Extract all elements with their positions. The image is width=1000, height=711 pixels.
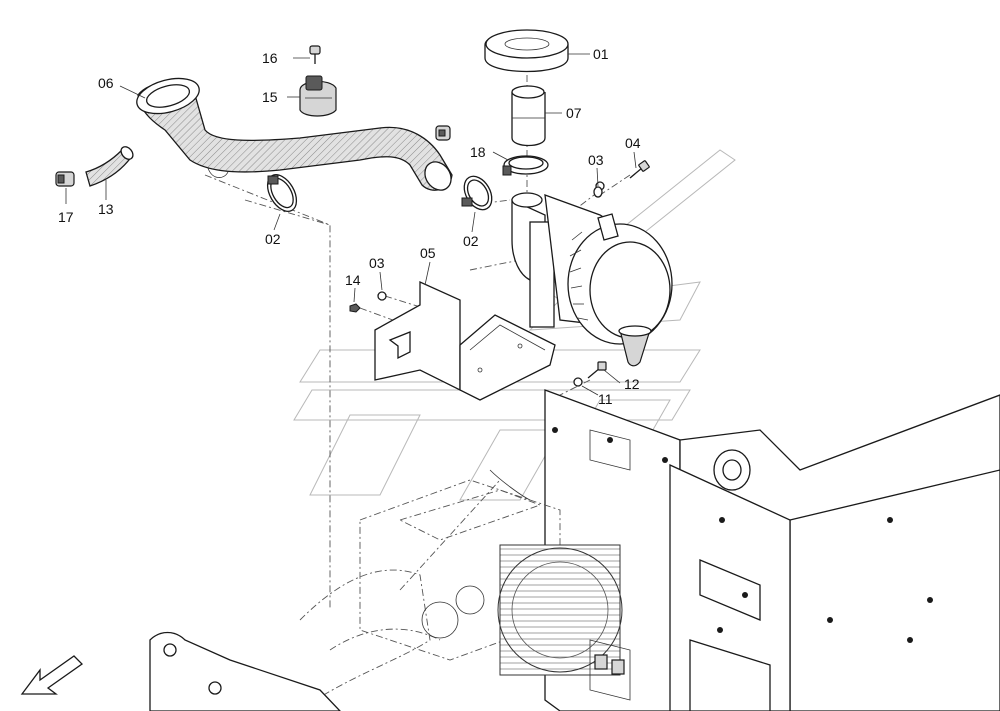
- callout-labels: 01 07 16 15 06 18 03 04 17 13 02 02 05 0…: [58, 46, 641, 407]
- hose-clamp-02-left: [266, 174, 298, 212]
- callout-18: 18: [470, 144, 486, 160]
- rain-cap-01: [484, 29, 569, 73]
- callout-16: 16: [262, 50, 278, 66]
- leader-lines: [65, 53, 637, 396]
- callout-02-right: 02: [463, 233, 479, 249]
- bolt-12: [587, 361, 607, 379]
- clamp-18: [502, 155, 549, 176]
- nut-14: [349, 303, 361, 313]
- engine-radiator-assembly: [299, 429, 631, 711]
- bolt-16: [309, 45, 321, 64]
- callout-03-lower: 03: [369, 255, 385, 271]
- washer-03-upper: [593, 186, 603, 198]
- lower-left-frame: [149, 631, 341, 711]
- callout-05: 05: [420, 245, 436, 261]
- small-hose-13: [85, 146, 134, 187]
- callout-15: 15: [262, 89, 278, 105]
- callout-17: 17: [58, 209, 74, 225]
- clip-17: [55, 171, 75, 187]
- tube-07: [511, 85, 546, 147]
- watermark-logo: [293, 149, 736, 501]
- hose-fitting: [435, 125, 451, 141]
- callout-07: 07: [566, 105, 582, 121]
- callout-02-left: 02: [265, 231, 281, 247]
- orientation-arrow-icon: [20, 655, 84, 695]
- callout-06: 06: [98, 75, 114, 91]
- callout-14: 14: [345, 272, 361, 288]
- callout-03-upper: 03: [588, 152, 604, 168]
- bolt-04: [629, 160, 650, 179]
- air-filter-housing: [511, 181, 673, 367]
- callout-01: 01: [593, 46, 609, 62]
- callout-11: 11: [598, 391, 613, 407]
- bracket-05: [374, 280, 556, 401]
- hose-06: [136, 77, 453, 191]
- washer-11: [573, 377, 583, 387]
- callout-12: 12: [624, 376, 640, 392]
- callout-13: 13: [98, 201, 114, 217]
- callout-04: 04: [625, 135, 641, 151]
- hose-clamp-02-right: [461, 175, 493, 211]
- strap-clamp-15: [299, 75, 337, 117]
- washer-03-lower: [377, 291, 387, 301]
